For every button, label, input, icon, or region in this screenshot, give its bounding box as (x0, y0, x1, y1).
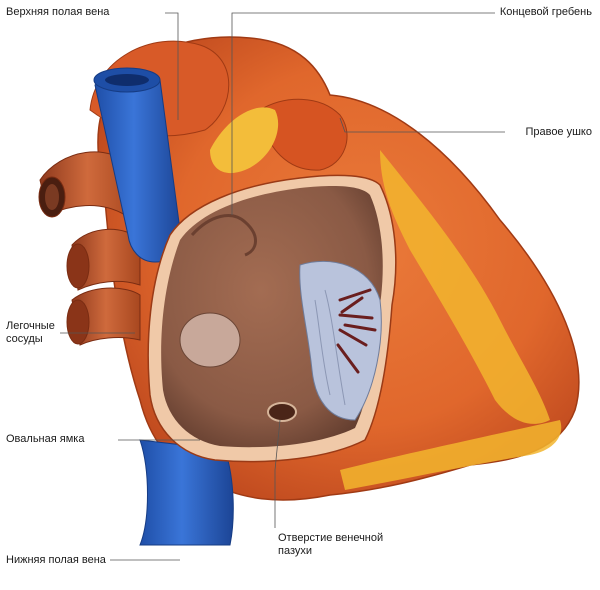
epicardial-fat-lower (340, 420, 562, 490)
epicardial-fat-top (210, 107, 279, 174)
fossa-ovalis (179, 312, 241, 368)
label-coronary-sinus-opening: Отверстие венечной пазухи (278, 532, 383, 558)
right-auricle (259, 98, 348, 171)
label-pulmonary-vessels-line2: сосуды (6, 333, 43, 345)
label-inferior-vena-cava: Нижняя полая вена (6, 554, 106, 566)
inferior-vena-cava (139, 439, 234, 546)
epicardial-fat-groove (380, 150, 550, 424)
label-pulmonary-vessels: Легочные сосуды (6, 320, 55, 346)
label-crista-terminalis: Концевой гребень (499, 6, 592, 18)
leader-lines (60, 12, 505, 561)
pulmonary-vessels (38, 151, 141, 346)
label-right-auricle: Правое ушко (525, 126, 592, 138)
label-superior-vena-cava: Верхняя полая вена (6, 6, 110, 18)
crista-terminalis (190, 214, 257, 257)
label-coronary-sinus-line2: пазухи (278, 545, 313, 557)
label-fossa-ovalis: Овальная ямка (6, 433, 85, 445)
coronary-sinus-opening (267, 402, 297, 422)
tricuspid-valve (299, 260, 382, 421)
label-pulmonary-vessels-line1: Легочные (6, 320, 55, 332)
label-coronary-sinus-line1: Отверстие венечной (278, 532, 384, 544)
